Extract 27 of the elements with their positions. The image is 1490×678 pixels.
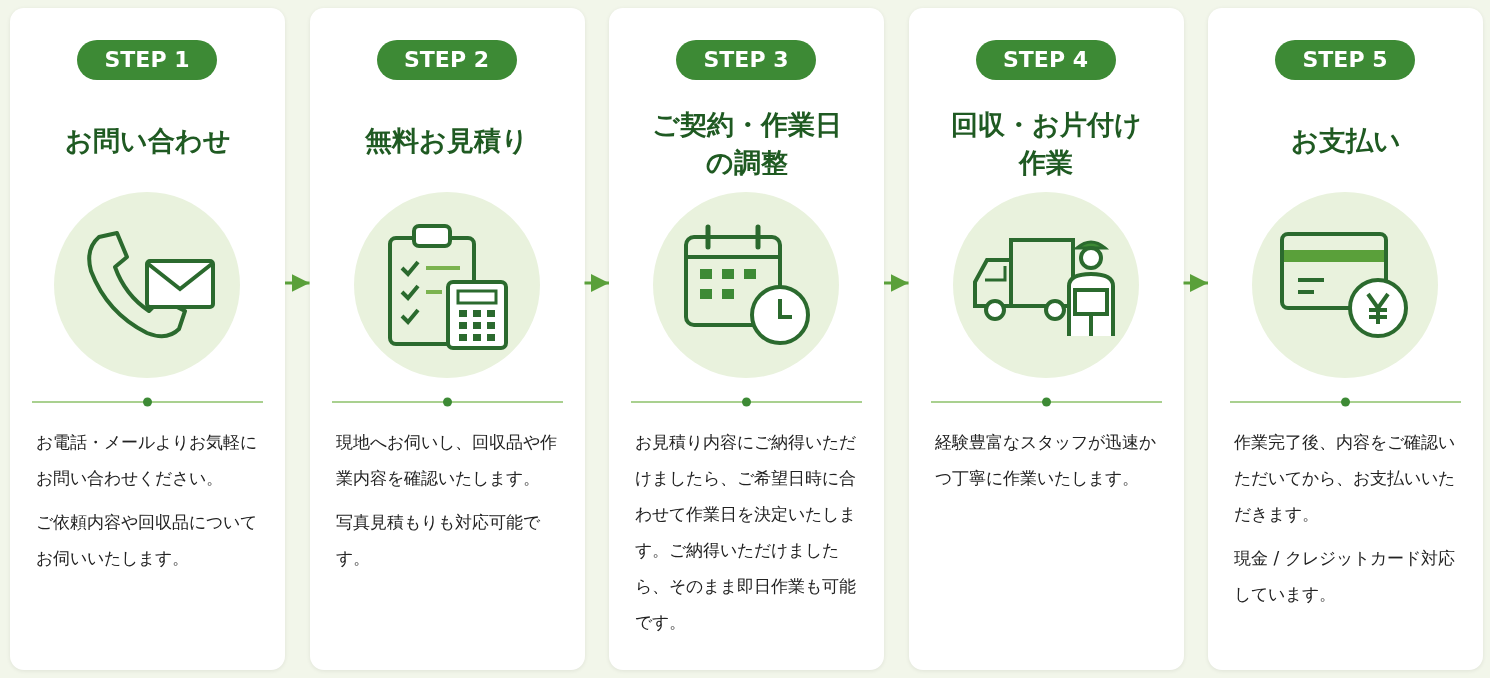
step-title: 回収・お片付け作業 [949, 108, 1143, 180]
step-title: ご契約・作業日の調整 [650, 108, 843, 180]
step-card [1208, 8, 1483, 670]
step-description: 現地へお伺いし、回収品や作業内容を確認いたします。 [335, 431, 558, 490]
step-description: ご依頼内容や回収品についてお伺いいたします。 [36, 511, 258, 570]
step-badge: STEP 1 [77, 40, 217, 80]
step-description: 写真見積もりも対応可能です。 [335, 511, 541, 570]
step-badge: STEP 4 [975, 40, 1116, 80]
step-title: 無料お見積り [364, 124, 530, 158]
step-card [609, 8, 884, 670]
arrow [884, 274, 909, 292]
step-title: お問い合わせ [63, 124, 232, 158]
step-card [309, 8, 585, 670]
arrow [1183, 274, 1208, 292]
step-badge: STEP 5 [1275, 40, 1415, 80]
step-badge: STEP 2 [376, 40, 517, 80]
step-card [908, 8, 1184, 670]
arrow [584, 274, 609, 292]
step-title: お支払い [1289, 124, 1402, 158]
step-description: 経験豊富なスタッフが迅速かつ丁寧に作業いたします。 [934, 431, 1157, 490]
step-badge: STEP 3 [676, 40, 816, 80]
step-description: お見積り内容にご納得いただけましたら、ご希望日時に合わせて作業日を決定いたします。ご納得いただけましたら、そのまま即日作業も可能です。 [635, 431, 857, 634]
step-card [10, 8, 285, 670]
step-description: 現金 / クレジットカード対応しています。 [1234, 547, 1456, 606]
step-description: 作業完了後、内容をご確認いただいてから、お支払いいただきます。 [1234, 431, 1456, 526]
arrow [285, 274, 310, 292]
step-description: お電話・メールよりお気軽にお問い合わせください。 [36, 431, 258, 490]
